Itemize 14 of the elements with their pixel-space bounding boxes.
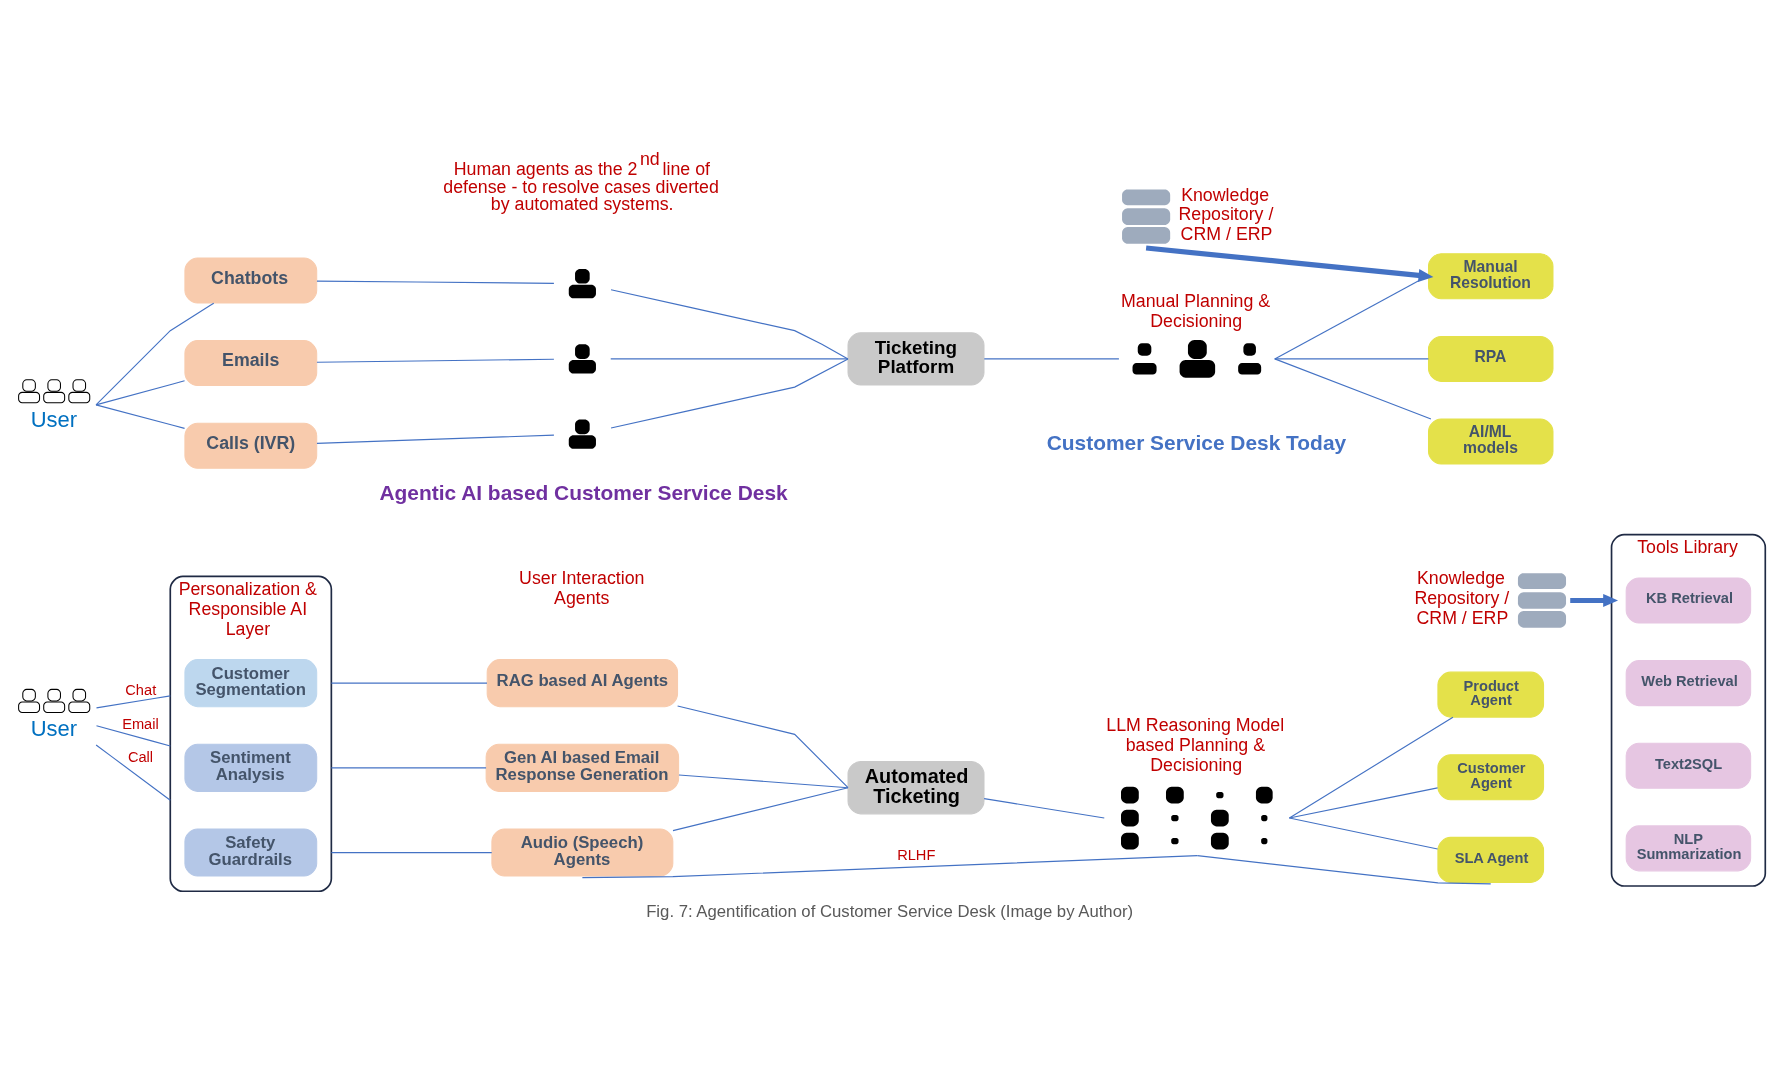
label: User Interaction Agents: [519, 568, 645, 609]
node-label: User: [30, 716, 78, 742]
node-label: Knowledge Repository / CRM / ERP: [1414, 568, 1510, 629]
label: Agentic AI based Customer Service Desk: [379, 481, 788, 505]
label: Customer Service Desk Today: [1046, 430, 1347, 454]
node-label: User: [30, 406, 78, 432]
edge-label: Chat: [125, 681, 157, 698]
edge-label: RLHF: [897, 847, 936, 864]
edge-label: Call: [127, 748, 154, 765]
node-label: LLM Reasoning Model based Planning & Decisioning: [1106, 714, 1285, 775]
node-label: Knowledge Repository / CRM / ERP: [1178, 184, 1274, 245]
edge-label: Email: [122, 716, 159, 733]
caption: Fig. 7: Agentification of Customer Service Desk (Image by Author): [646, 902, 1134, 922]
node-label: Manual Planning & Decisioning: [1121, 291, 1271, 332]
